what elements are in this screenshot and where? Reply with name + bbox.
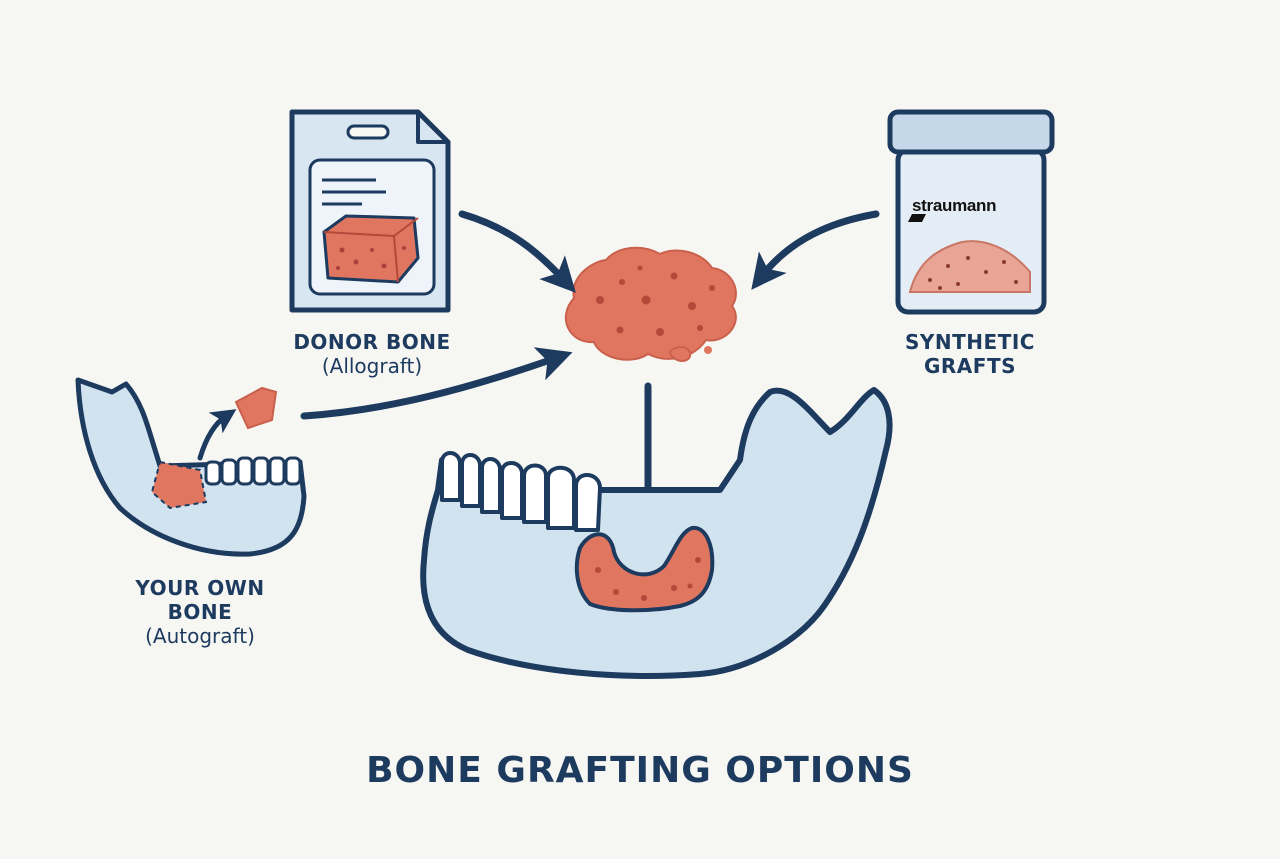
graft-material-icon [564, 246, 737, 362]
mandible-icon [420, 387, 893, 679]
autograft-line1: YOUR OWN [135, 576, 265, 600]
synthetic-jar-icon [887, 109, 1055, 315]
donor-bone-type: (Allograft) [321, 354, 423, 378]
small-mandible-icon [75, 377, 307, 557]
synthetic-grafts-label: SYNTHETIC GRAFTS [870, 330, 1070, 378]
allograft-package-icon [289, 109, 451, 313]
autograft-fragment-icon [234, 386, 278, 430]
autograft-label: YOUR OWN BONE (Autograft) [100, 576, 300, 648]
donor-bone-label: DONOR BONE (Allograft) [262, 330, 482, 378]
page-title: BONE GRAFTING OPTIONS [366, 750, 914, 791]
donor-bone-name: DONOR BONE [293, 330, 451, 354]
autograft-line2: BONE [167, 600, 233, 624]
arrow-icon [197, 210, 880, 526]
synthetic-grafts-line2: GRAFTS [923, 354, 1016, 378]
autograft-type: (Autograft) [145, 624, 255, 648]
synthetic-grafts-line1: SYNTHETIC [905, 330, 1035, 354]
straumann-brand-label: straumann [912, 196, 997, 215]
